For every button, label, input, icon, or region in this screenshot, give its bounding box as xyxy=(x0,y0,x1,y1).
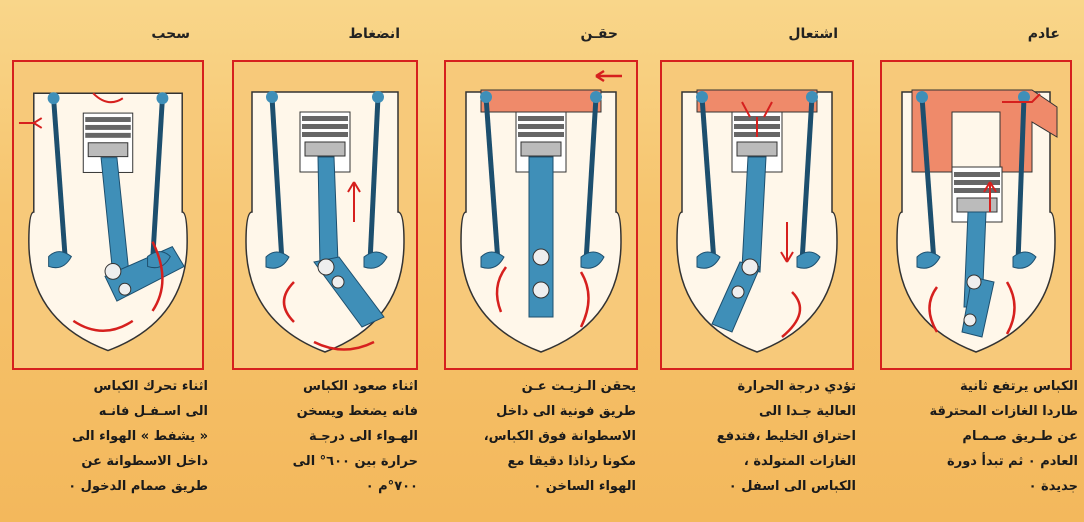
engine-illustration-exhaust xyxy=(880,60,1072,370)
panel-compression: انضغاط اثناء صعود الكباس فانه يضغط وي xyxy=(218,0,424,522)
panel-title-compression: انضغاط xyxy=(348,26,400,42)
engine-drawing-compression xyxy=(234,62,416,368)
engine-illustration-compression xyxy=(232,60,418,370)
panel-title-intake: سحب xyxy=(151,26,190,42)
panel-exhaust: عادم الكباس يرتفع ث xyxy=(866,0,1084,522)
panel-caption-injection: يحقن الـزيـت عـن طريق فونية الى داخل الا… xyxy=(436,374,636,518)
panel-caption-ignition: تؤدي درجة الحرارة العالية جـدا الى احترا… xyxy=(652,374,856,518)
engine-drawing-injection xyxy=(446,62,636,368)
engine-drawing-intake xyxy=(14,62,202,368)
panel-caption-exhaust: الكباس يرتفع ثانية طاردا الغازات المحترق… xyxy=(872,374,1078,518)
engine-illustration-injection xyxy=(444,60,638,370)
engine-drawing-ignition xyxy=(662,62,852,368)
panel-caption-compression: اثناء صعود الكباس فانه يضغط ويسخن الهـوا… xyxy=(224,374,418,518)
engine-drawing-exhaust xyxy=(882,62,1070,368)
panel-title-ignition: اشتعال xyxy=(788,26,838,42)
panel-caption-intake: اثناء تحرك الكباس الى اسـفـل فانـه « يشف… xyxy=(6,374,208,518)
panel-ignition: اشتعال تؤدي درجة الحرارة الع xyxy=(646,0,862,522)
engine-illustration-ignition xyxy=(660,60,854,370)
panel-title-exhaust: عادم xyxy=(1028,26,1060,42)
panel-intake: سحب اثناء تحرك الكباس الى اس xyxy=(0,0,214,522)
panel-title-injection: حقـن xyxy=(580,26,618,42)
engine-illustration-intake xyxy=(12,60,204,370)
panel-injection: حقـن يحقن الـزيـت عـن طريق فونية الى xyxy=(430,0,642,522)
